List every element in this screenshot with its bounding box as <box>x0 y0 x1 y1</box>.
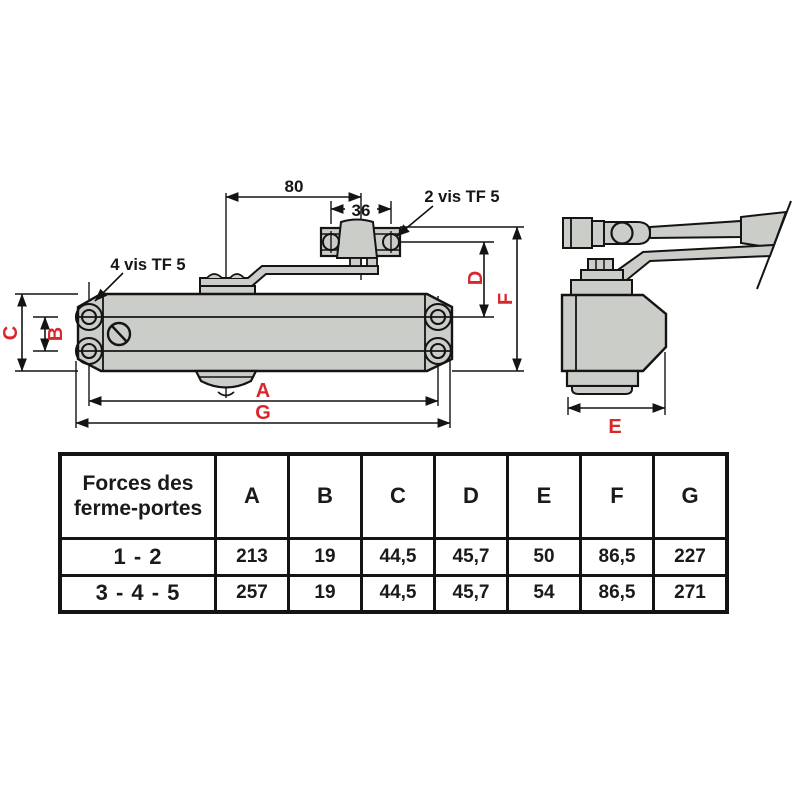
force-range-label: 1 - 2 <box>58 536 217 577</box>
table-cell: 257 <box>214 573 290 614</box>
force-range-label: 3 - 4 - 5 <box>58 573 217 614</box>
adjustment-screw <box>106 321 132 347</box>
bracket-screws <box>322 233 400 251</box>
table-header-forces: Forces des ferme-portes <box>58 452 217 540</box>
pinion-bottom <box>194 369 258 389</box>
dim-label-36: 36 <box>352 201 371 220</box>
table-cell: 45,7 <box>433 573 509 614</box>
drawing-letter-f: F <box>495 293 517 305</box>
body-screws <box>74 302 453 366</box>
table-cell: 54 <box>506 573 582 614</box>
table-cell: 50 <box>506 536 582 577</box>
side-view <box>560 200 792 395</box>
table-cell: 19 <box>287 573 363 614</box>
table-header-col-d: D <box>433 452 509 540</box>
table-cell: 44,5 <box>360 573 436 614</box>
table-cell: 213 <box>214 536 290 577</box>
hub-stack <box>570 258 633 296</box>
drawing-letter-c: C <box>0 326 22 340</box>
table-header-col-g: G <box>652 452 729 540</box>
table-header-col-f: F <box>579 452 655 540</box>
table-cell: 227 <box>652 536 729 577</box>
drawing-letter-b: B <box>45 327 67 341</box>
pivot-joint <box>610 221 634 245</box>
table-header-col-a: A <box>214 452 290 540</box>
label-4-vis-tf5: 4 vis TF 5 <box>110 256 185 274</box>
leader-2vis <box>396 205 434 237</box>
drawing-letter-d: D <box>465 271 487 285</box>
table-cell: 86,5 <box>579 573 655 614</box>
drawing-labels: 80 36 2 vis TF 5 4 vis TF 5 A G E C B D … <box>0 177 622 438</box>
door-closer-technical-drawing: 80 36 2 vis TF 5 4 vis TF 5 A G E C B D … <box>0 177 792 438</box>
drawing-letter-a: A <box>256 380 270 402</box>
dim-label-80: 80 <box>285 177 304 196</box>
table-cell: 45,7 <box>433 536 509 577</box>
dimension-lines <box>17 192 666 428</box>
table-header-col-b: B <box>287 452 363 540</box>
front-view <box>15 193 524 428</box>
pinion-tip-arc <box>217 391 235 397</box>
arm-bracket <box>319 218 402 267</box>
table-cell: 19 <box>287 536 363 577</box>
arm-rod <box>649 219 742 240</box>
base-plate <box>565 369 640 388</box>
table-cell: 44,5 <box>360 536 436 577</box>
base-cover <box>571 385 633 395</box>
table-row-force-3-4-5: 3 - 4 - 5 257 19 44,5 45,7 54 86,5 271 <box>58 573 729 614</box>
closer-body <box>76 292 454 373</box>
pinion-hub <box>206 273 245 279</box>
drawing-letter-g: G <box>255 402 271 424</box>
table-header-col-c: C <box>360 452 436 540</box>
body-detail-lines <box>79 295 451 370</box>
closer-body-side <box>560 293 668 373</box>
table-header-row: Forces des ferme-portes A B C D E F G <box>58 452 729 540</box>
label-2-vis-tf5: 2 vis TF 5 <box>424 188 499 206</box>
leader-4vis <box>94 272 124 302</box>
dimensions-table: Forces des ferme-portes A B C D E F G 1 … <box>58 452 729 614</box>
table-cell: 86,5 <box>579 536 655 577</box>
table-row-force-1-2: 1 - 2 213 19 44,5 45,7 50 86,5 227 <box>58 536 729 577</box>
arm-fork <box>562 217 593 249</box>
table-cell: 271 <box>652 573 729 614</box>
drawing-letter-e: E <box>608 416 621 438</box>
bracket-boss <box>335 218 379 259</box>
table-header-col-e: E <box>506 452 582 540</box>
